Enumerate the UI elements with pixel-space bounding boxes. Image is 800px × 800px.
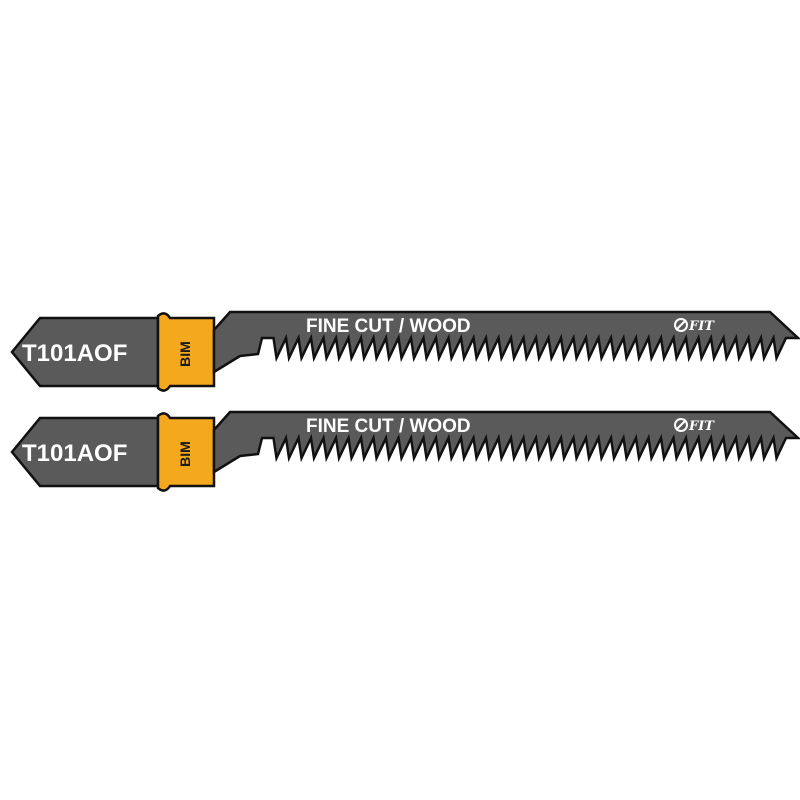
material-label: BIM bbox=[177, 341, 193, 367]
brand-logo-icon bbox=[674, 418, 688, 432]
application-label: FINE CUT / WOOD bbox=[306, 416, 471, 437]
jigsaw-blade-1: T101AOF BIM FINE CUT / WOOD FIT bbox=[10, 310, 800, 392]
material-collar bbox=[156, 412, 216, 492]
material-collar bbox=[156, 312, 216, 392]
application-label: FINE CUT / WOOD bbox=[306, 316, 471, 337]
brand-name: FIT bbox=[688, 319, 715, 334]
brand-name: FIT bbox=[688, 419, 715, 434]
blade-body bbox=[212, 410, 800, 475]
jigsaw-blade-2: T101AOF BIM FINE CUT / WOOD FIT bbox=[10, 410, 800, 492]
blade-body bbox=[212, 310, 800, 375]
brand-logo-icon bbox=[674, 318, 688, 332]
blade-code: T101AOF bbox=[22, 340, 127, 367]
blade-code: T101AOF bbox=[22, 440, 127, 467]
material-label: BIM bbox=[177, 441, 193, 467]
